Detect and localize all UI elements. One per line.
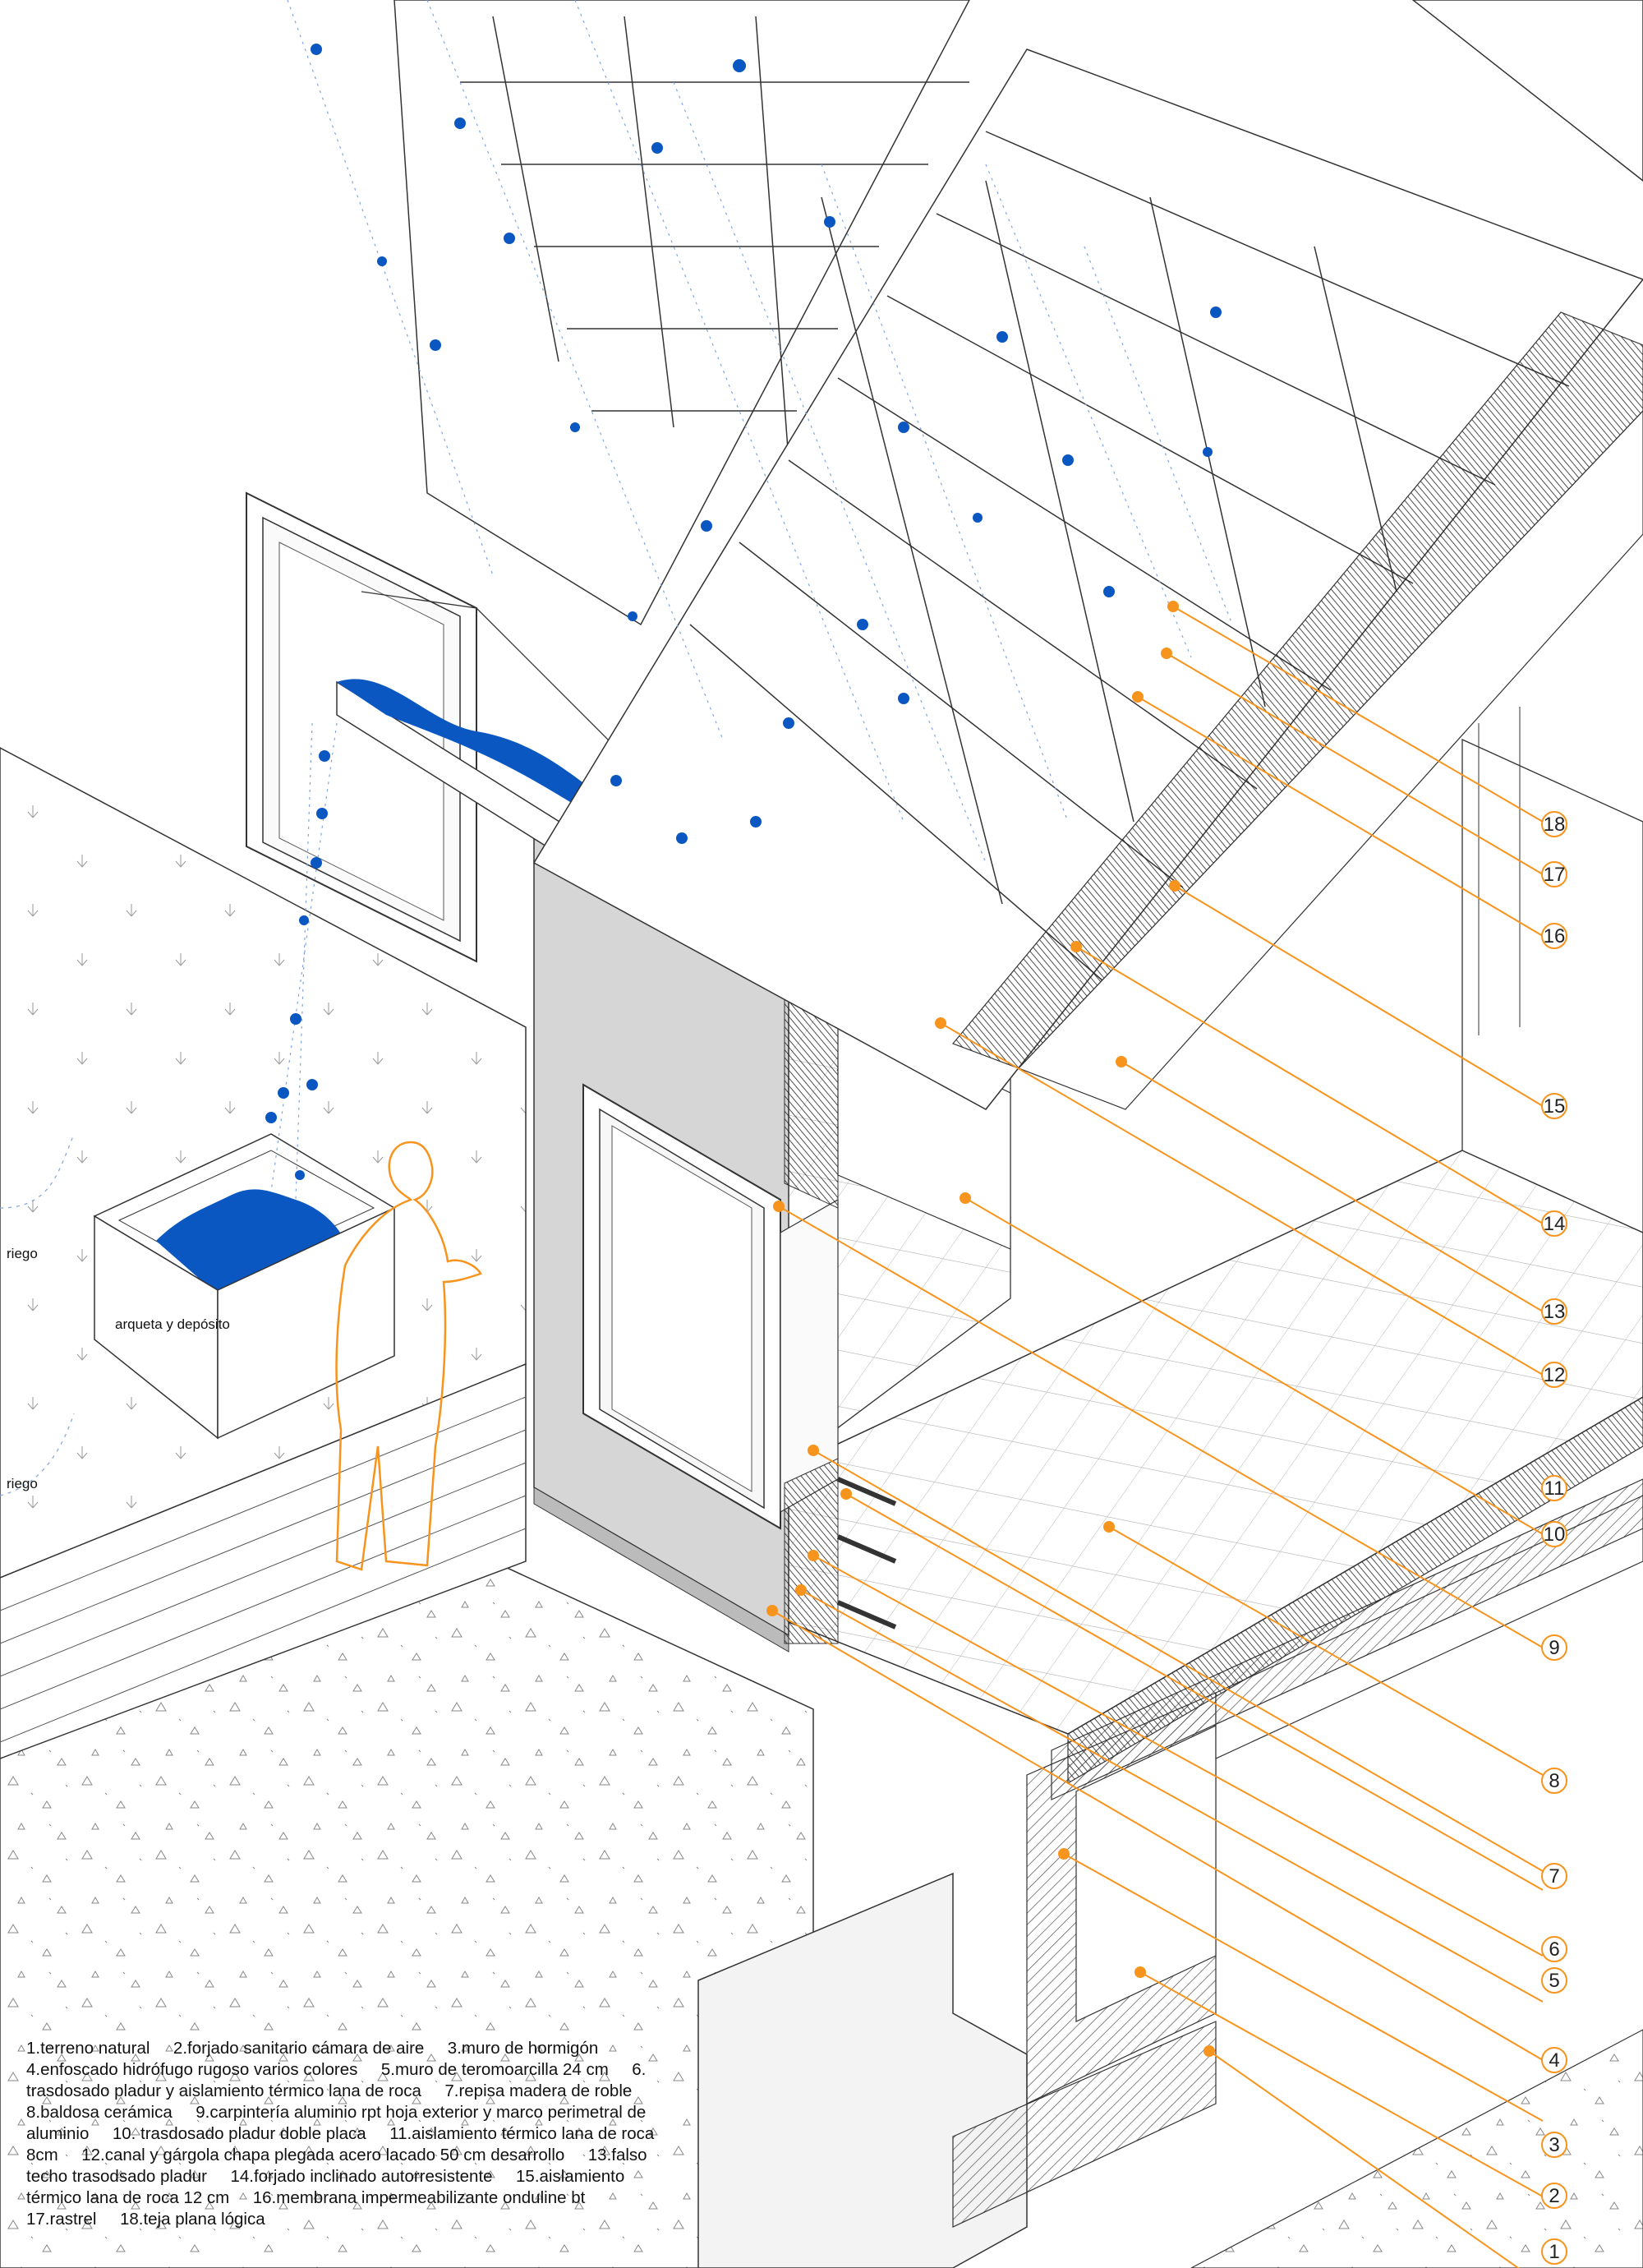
callout-circle-3: [1541, 2132, 1567, 2158]
callout-number-3: 3: [1549, 2134, 1559, 2156]
callout-number-12: 12: [1544, 1364, 1566, 1386]
legend: 1.terreno natural 2.forjado sanitario cá…: [26, 2038, 683, 2230]
callout-number-8: 8: [1549, 1770, 1559, 1792]
callout-number-13: 13: [1544, 1301, 1566, 1323]
legend-item: 15.aislamiento térmico lana de roca 12 c…: [26, 2167, 625, 2207]
lower-window: [582, 1083, 839, 1530]
callout-circle-13: [1541, 1298, 1567, 1325]
callout-circle-1: [1541, 2238, 1567, 2265]
rainwater-tank: [93, 1133, 396, 1440]
callout-circle-15: [1541, 1093, 1567, 1119]
legend-item: 9.carpintería aluminio rpt hoja exterior…: [26, 2103, 647, 2143]
legend-item: 4.enfoscado hidrófugo rugoso varios colo…: [26, 2060, 358, 2079]
legend-item: 2.forjado sanitario cámara de aire: [173, 2039, 425, 2058]
callout-number-7: 7: [1549, 1865, 1559, 1888]
ground-terrain: [0, 1560, 1643, 2268]
callout-number-10: 10: [1544, 1524, 1566, 1546]
callout-circle-12: [1541, 1362, 1567, 1388]
callout-circle-11: [1541, 1475, 1567, 1501]
callout-number-1: 1: [1549, 2241, 1559, 2263]
legend-item: 3.muro de hormigón: [447, 2039, 599, 2058]
callout-number-17: 17: [1544, 864, 1566, 886]
roof-insulation: [951, 311, 1643, 1110]
callout-number-9: 9: [1549, 1637, 1559, 1659]
rain: [265, 0, 1233, 1201]
legend-item: 7.repisa madera de roble: [444, 2081, 633, 2100]
callout-number-5: 5: [1549, 1970, 1559, 1992]
legend-item: 16.membrana impermeabilizante onduline b…: [252, 2188, 586, 2207]
callout-circle-9: [1541, 1634, 1567, 1661]
legend-item: 5.muro de teromoarcilla 24 cm: [380, 2060, 609, 2079]
callout-number-11: 11: [1544, 1477, 1565, 1500]
callout-circle-5: [1541, 1967, 1567, 1994]
callout-number-4: 4: [1549, 2049, 1559, 2072]
legend-item: 10. trasdosado pladur doble placa: [112, 2124, 366, 2143]
callout-number-18: 18: [1544, 814, 1566, 836]
callout-number-15: 15: [1544, 1095, 1566, 1118]
callout-number-16: 16: [1544, 925, 1566, 947]
callout-circle-4: [1541, 2047, 1567, 2073]
legend-item: 12.canal y gárgola chapa plegada acero l…: [81, 2146, 565, 2164]
label-riego-upper: riego: [7, 1246, 38, 1261]
legend-item: 1.terreno natural: [26, 2039, 150, 2058]
callout-number-6: 6: [1549, 1938, 1559, 1961]
label-arqueta: arqueta y depósito: [115, 1316, 230, 1332]
legend-item: 6. trasdosado pladur y aislamiento térmi…: [26, 2060, 647, 2100]
callout-number-14: 14: [1544, 1213, 1566, 1235]
callout-markers: 18 17 16 15 14 13 12 11 10 9 8 7 6 5 4 3 2 1: [1541, 811, 1567, 2265]
label-riego-lower: riego: [7, 1476, 38, 1491]
roof-tiles: [393, 0, 1643, 1110]
callout-circle-2: [1541, 2183, 1567, 2209]
callout-circle-16: [1541, 923, 1567, 949]
legend-item: 17.rastrel: [26, 2210, 97, 2229]
callout-circle-18: [1541, 811, 1567, 837]
callout-leaders: [766, 601, 1544, 2268]
callout-circle-8: [1541, 1768, 1567, 1794]
callout-circle-6: [1541, 1936, 1567, 1962]
legend-item: 13.falso techo trasodsado pladur: [26, 2146, 647, 2186]
callout-circle-10: [1541, 1521, 1567, 1547]
callout-number-2: 2: [1549, 2185, 1559, 2207]
legend-item: 14.forjado inclinado autorresistente: [230, 2167, 493, 2186]
callout-circle-17: [1541, 861, 1567, 887]
legend-item: 11.aislamiento térmico lana de roca 8cm: [26, 2124, 655, 2164]
legend-item: 8.baldosa cerámica: [26, 2103, 173, 2122]
callout-circle-14: [1541, 1210, 1567, 1237]
foundation: [697, 1478, 1643, 2268]
legend-item: 18.teja plana lógica: [119, 2210, 265, 2229]
callout-circle-7: [1541, 1863, 1567, 1889]
person-outline: [335, 1141, 482, 1571]
